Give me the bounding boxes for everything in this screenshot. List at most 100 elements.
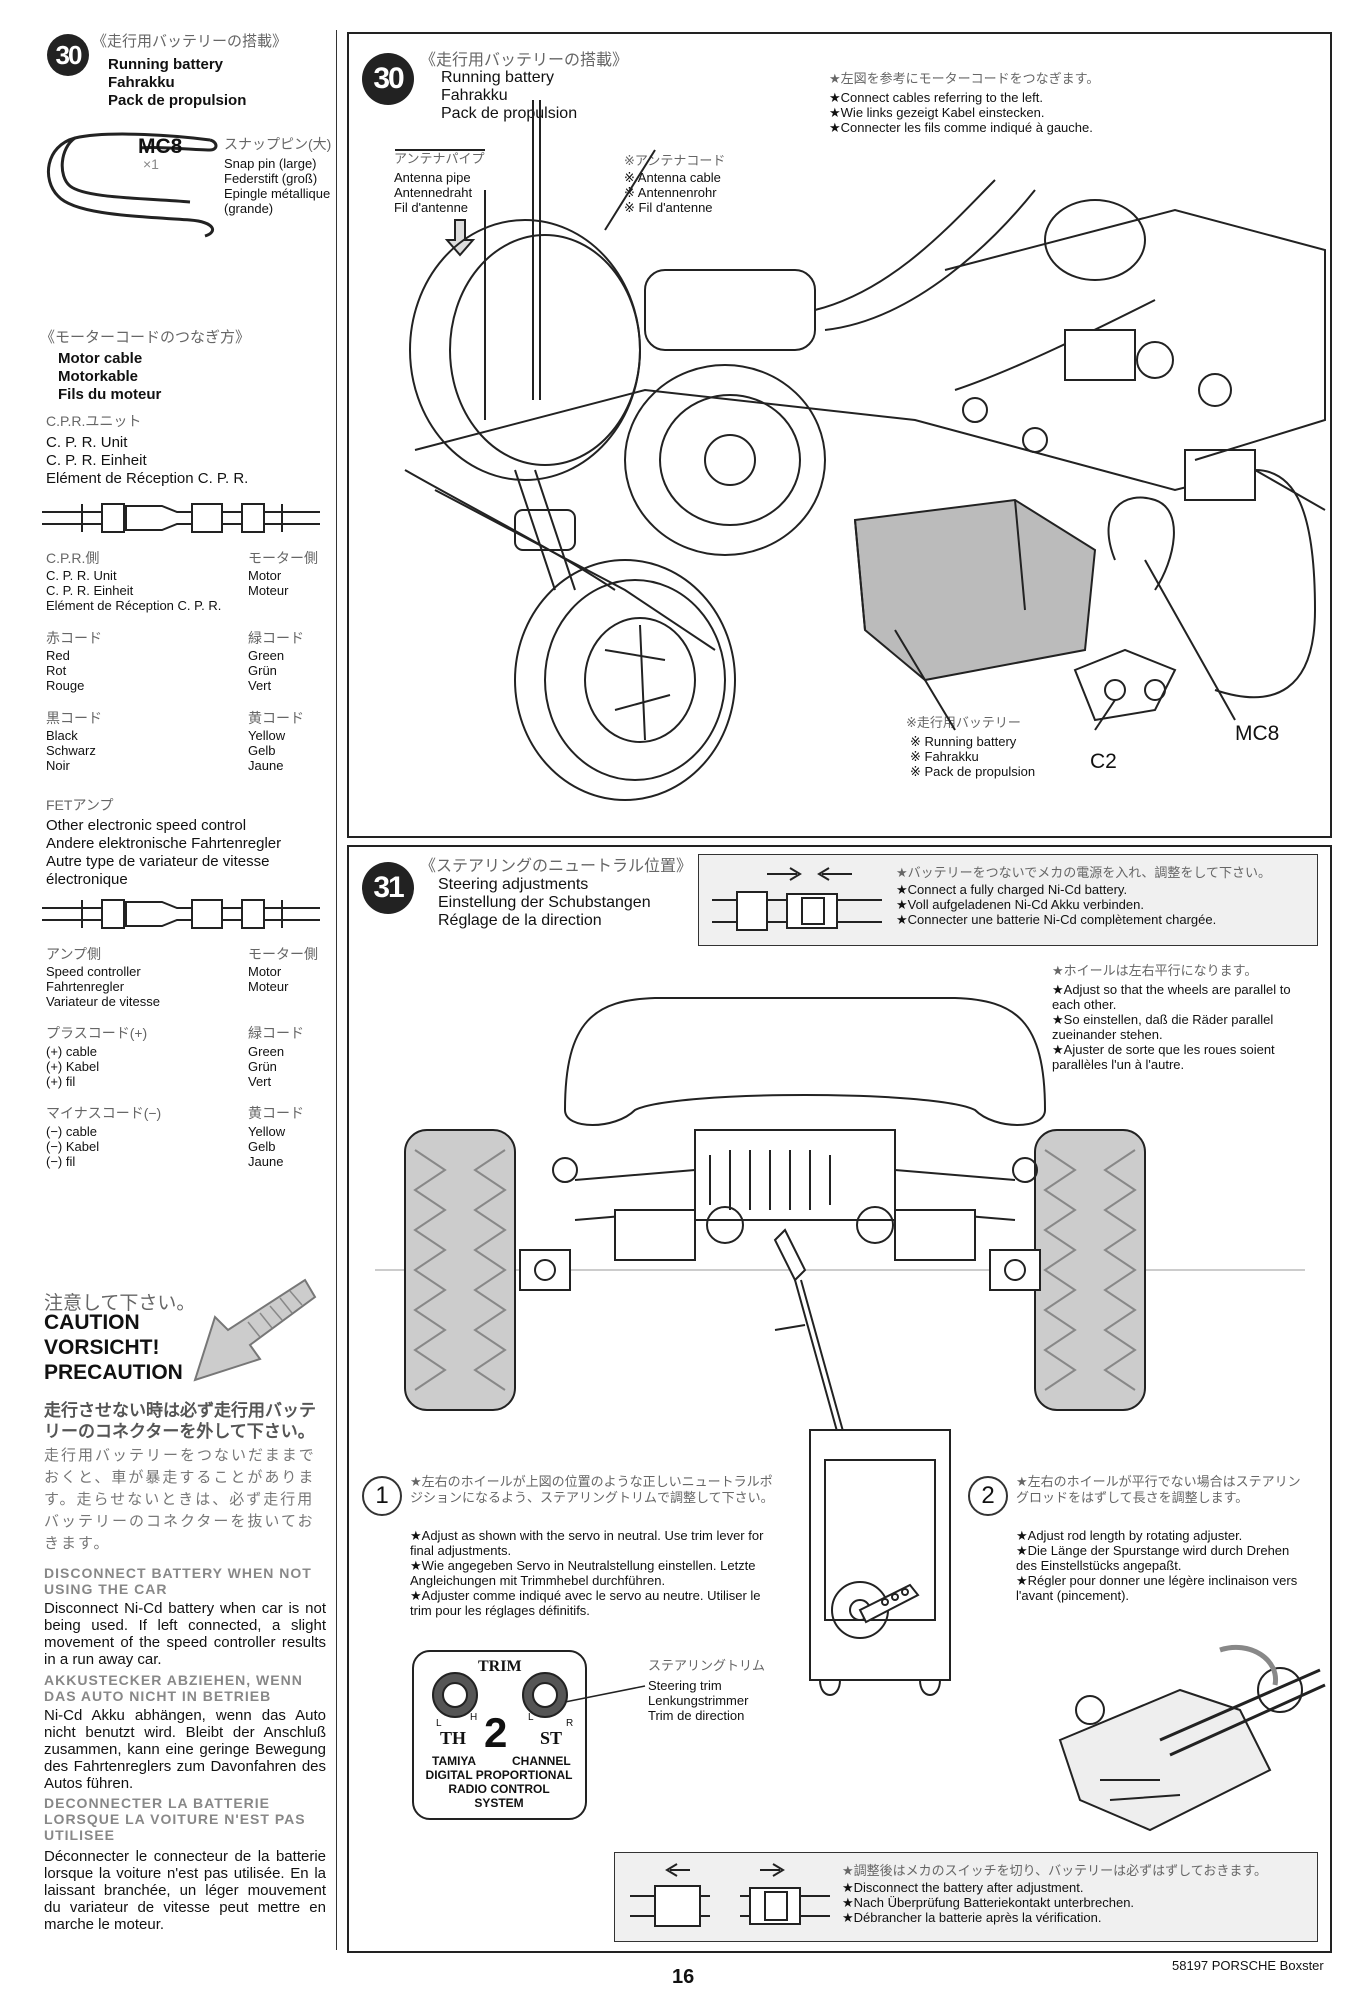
trim-pointer-line [564,1685,646,1703]
caution-en-head: DISCONNECT BATTERY WHEN NOT USING THE CA… [44,1565,312,1597]
battery-label-text: ※ Running battery ※ Fahrakku ※ Pack de p… [910,734,1036,779]
plus-cord-jp: プラスコード(+) [46,1025,148,1041]
fet-yellow-jp: 黄コード [248,1105,304,1121]
model-name: 58197 PORSCHE Boxster [1172,1958,1324,1973]
amp-side-text: Speed controller Fahrtenregler Variateur… [46,964,160,1009]
battery-note-jp: ★バッテリーをつないでメカの電源を入れ、調整をして下さい。 [896,865,1272,880]
panel-31-title: Steering adjustments Einstellung der Sch… [438,876,651,929]
caution-jp-bold: 走行させない時は必ず走行用バッテリーのコネクターを外して下さい。 [44,1401,316,1441]
panel-30-title: Running battery Fahrakku Pack de propuls… [441,69,578,122]
motor-side-text: Motor Moteur [248,568,289,598]
minus-cord-jp: マイナスコード(−) [46,1105,162,1121]
antenna-pipe-text: Antenna pipe Antennedraht Fil d'antenne [394,170,473,215]
after-adjust-text: ★Disconnect the battery after adjustment… [842,1880,1135,1925]
cpr-side-text: C. P. R. Unit C. P. R. Einheit Elément d… [46,568,222,613]
caution-en-body: Disconnect Ni-Cd battery when car is not… [44,1600,326,1668]
caution-jp-body: 走行用バッテリーをつないだままでおくと、車が暴走することがあります。走らせないと… [44,1447,316,1552]
tx-trim-label: TRIM [478,1658,522,1675]
tx-l2: L [528,1712,534,1723]
yellow-cord-jp: 黄コード [248,710,304,726]
tx-l1: L [436,1718,442,1729]
caution-de-head: AKKUSTECKER ABZIEHEN, WENN DAS AUTO NICH… [44,1672,303,1704]
black-cord-text: Black Schwarz Noir [46,728,96,773]
yellow-cord-text: Yellow Gelb Jaune [248,728,286,773]
rod-adjuster-illustration [1058,1644,1326,1832]
motor-cable-title: Motor cable Motorkable Fils du moteur [58,350,162,403]
wheels-parallel-text: ★Adjust so that the wheels are parallel … [1052,982,1291,1072]
steering-chassis-illustration [375,997,1305,1461]
caution-title: CAUTION VORSICHT! PRECAUTION [44,1311,183,1384]
fet-yellow-text: Yellow Gelb Jaune [248,1124,286,1169]
fet-motor-side-text: Motor Moteur [248,964,289,994]
tx-digital-proportional: DIGITAL PROPORTIONAL [425,1768,573,1782]
panel-step-30 [347,32,1332,838]
snap-pin-jp: スナップピン(大) [224,136,332,152]
page-number: 16 [672,1966,695,1988]
servo-illustration [809,1429,951,1696]
caution-de-body: Ni-Cd Akku abhängen, wenn das Auto nicht… [44,1707,326,1792]
battery-label-jp: ※走行用バッテリー [906,715,1021,730]
connector-connect-icon [712,867,882,931]
tx-h: H [470,1712,478,1723]
cpr-unit-jp: C.P.R.ユニット [46,413,142,429]
tx-system: SYSTEM [474,1796,524,1810]
antenna-pipe-jp: アンテナパイプ [394,151,485,166]
caution-fr-body: Déconnecter le connecteur de la batterie… [44,1848,326,1933]
step-2-jp: ★左右のホイールが平行でない場合はステアリングロッドをはずして長さを調整します。 [1016,1474,1301,1505]
snap-pin-text: Snap pin (large) Federstift (groß) Eping… [224,156,331,216]
panel-30-jp-title: 《走行用バッテリーの搭載》 [420,52,629,69]
after-adjust-jp: ★調整後はメカのスイッチを切り、バッテリーは必ずはずしておきます。 [842,1863,1268,1878]
fet-title: Other electronic speed control Andere el… [46,817,282,888]
wheels-parallel-jp: ★ホイールは左右平行になります。 [1052,963,1258,978]
caution-arrow-icon [193,1278,317,1382]
motor-side-jp: モーター側 [248,550,318,566]
caution-jp: 注意して下さい。 [44,1293,196,1314]
tx-two-channel-digit: 2 [484,1709,508,1756]
fet-green-text: Green Grün Vert [248,1044,285,1089]
snap-pin-icon [46,132,218,238]
green-cord-text: Green Grün Vert [248,648,285,693]
transmitter-panel [412,1650,587,1820]
label-c2: C2 [1090,750,1117,773]
part-qty: ×1 [143,156,159,172]
steering-trim-jp: ステアリングトリム [648,1658,766,1673]
tx-radio-control: RADIO CONTROL [448,1782,550,1796]
fet-motor-side-jp: モーター側 [248,946,318,962]
tx-r: R [566,1718,574,1729]
cpr-side-jp: C.P.R.側 [46,550,100,566]
step-2-text: ★Adjust rod length by rotating adjuster.… [1016,1528,1298,1603]
amp-side-jp: アンプ側 [46,946,102,962]
panel-31-jp-title: 《ステアリングのニュートラル位置》 [420,858,693,875]
panel-31-badge: 31 [362,862,414,914]
step-30-badge: 30 [47,34,89,76]
label-mc8: MC8 [1235,722,1280,745]
motor-cable-jp: 《モーターコードのつなぎ方》 [40,329,251,346]
plus-cord-text: (+) cable (+) Kabel (+) fil [46,1044,100,1089]
fet-jp: FETアンプ [46,797,114,813]
step-1-jp: ★左右のホイールが上図の位置のような正しいニュートラルポジションになるよう、ステ… [410,1474,774,1505]
step-1-badge: 1 [362,1476,402,1516]
step-30-jp-title: 《走行用バッテリーの搭載》 [92,33,288,50]
antenna-cable-jp: ※アンテナコード [624,153,726,168]
panel-30-badge: 30 [362,53,414,105]
cpr-unit-text: C. P. R. Unit C. P. R. Einheit Elément d… [46,434,249,487]
minus-cord-text: (−) cable (−) Kabel (−) fil [46,1124,100,1169]
battery-note-text: ★Connect a fully charged Ni-Cd battery. … [896,882,1217,927]
red-cord-jp: 赤コード [46,630,102,646]
tx-channel: CHANNEL [512,1754,571,1768]
panel-30-note-text: ★Connect cables referring to the left. ★… [829,90,1093,135]
step-1-text: ★Adjust as shown with the servo in neutr… [410,1528,764,1618]
connector-fet-icon [42,899,320,929]
tx-tamiya: TAMIYA [432,1754,477,1768]
steering-trim-text: Steering trim Lenkungstrimmer Trim de di… [648,1678,749,1723]
trim-knob-icons [432,1672,568,1718]
red-cord-text: Red Rot Rouge [46,648,85,693]
panel-30-note-jp: ★左図を参考にモーターコードをつなぎます。 [829,71,1100,86]
after-adjust-box [614,1852,1318,1942]
green-cord-jp: 緑コード [248,630,304,646]
step-2-badge: 2 [968,1476,1008,1516]
chassis-battery-illustration [395,100,1326,801]
step-30-title: Running battery Fahrakku Pack de propuls… [108,56,247,109]
black-cord-jp: 黒コード [46,710,102,726]
part-code-mc8: MC8 [138,135,183,158]
